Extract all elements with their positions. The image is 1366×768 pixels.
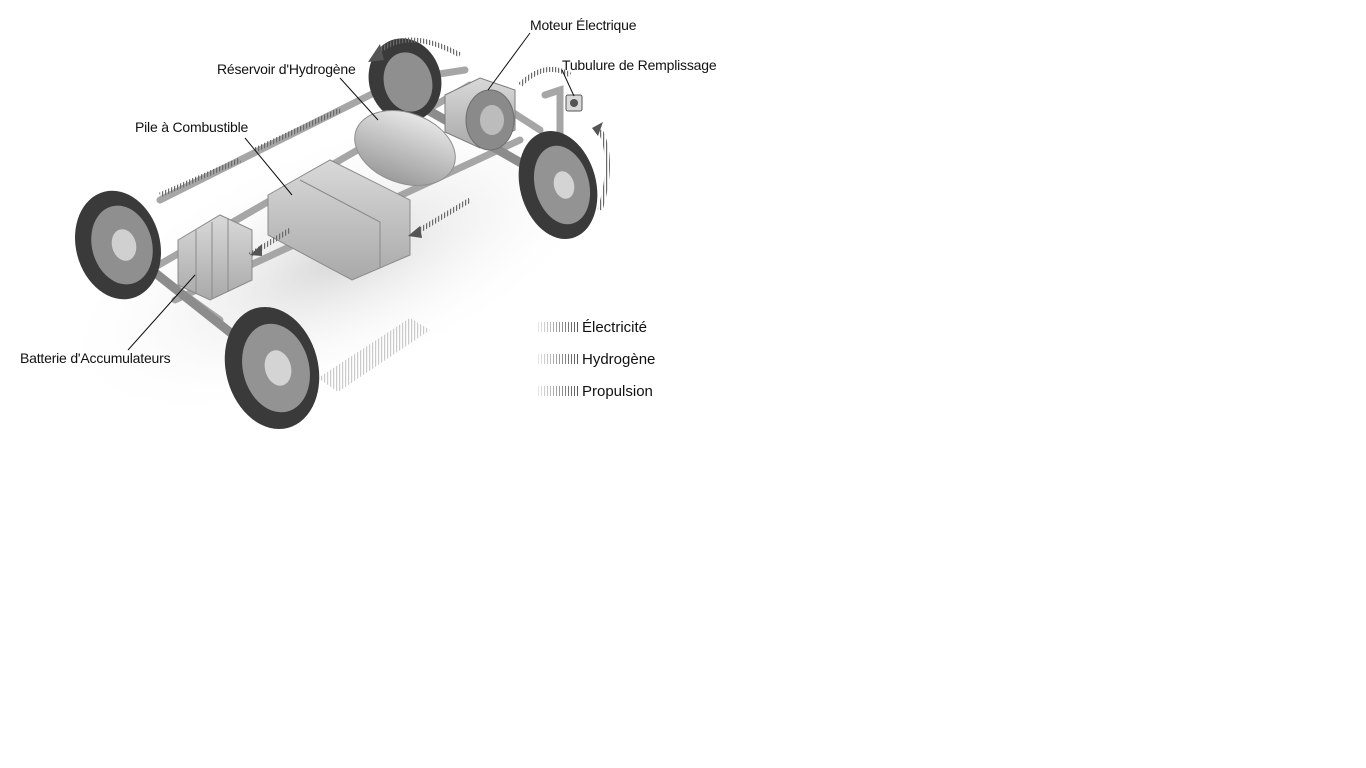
legend-item-hydrogene: Hydrogène [538,350,656,368]
filler-neck [565,94,583,112]
legend-label: Électricité [582,318,648,336]
fuel-cell-car-diagram [58,32,622,430]
label-reservoir-hydrogene: Réservoir d'Hydrogène [217,61,356,77]
battery-block [177,214,253,301]
label-pile-combustible: Pile à Combustible [135,119,249,135]
label-moteur-electrique: Moteur Électrique [530,17,637,33]
propulsion-swatch-icon [538,386,578,396]
wheel-rear-right [368,38,442,122]
label-batterie-accumulateurs: Batterie d'Accumulateurs [20,350,171,366]
legend-label: Propulsion [582,382,653,400]
legend-item-propulsion: Propulsion [538,382,653,400]
legend-label: Hydrogène [582,350,656,368]
propulsion-trail [318,318,430,392]
legend-item-electricite: Électricité [538,318,648,336]
hydrogen-tank [354,110,456,186]
fuel-cell-block [267,159,411,281]
wheel-front-right [518,130,598,240]
hydrogen-swatch-icon [538,354,578,364]
electric-motor [444,77,516,151]
wheel-rear-left [75,190,161,300]
wheel-front-left [224,306,320,430]
arrowheads [250,44,603,256]
label-tubulure-remplissage: Tubulure de Remplissage [562,57,717,73]
electricity-swatch-icon [538,322,578,332]
flow-arrows [158,37,610,258]
leader-lines [127,32,575,351]
